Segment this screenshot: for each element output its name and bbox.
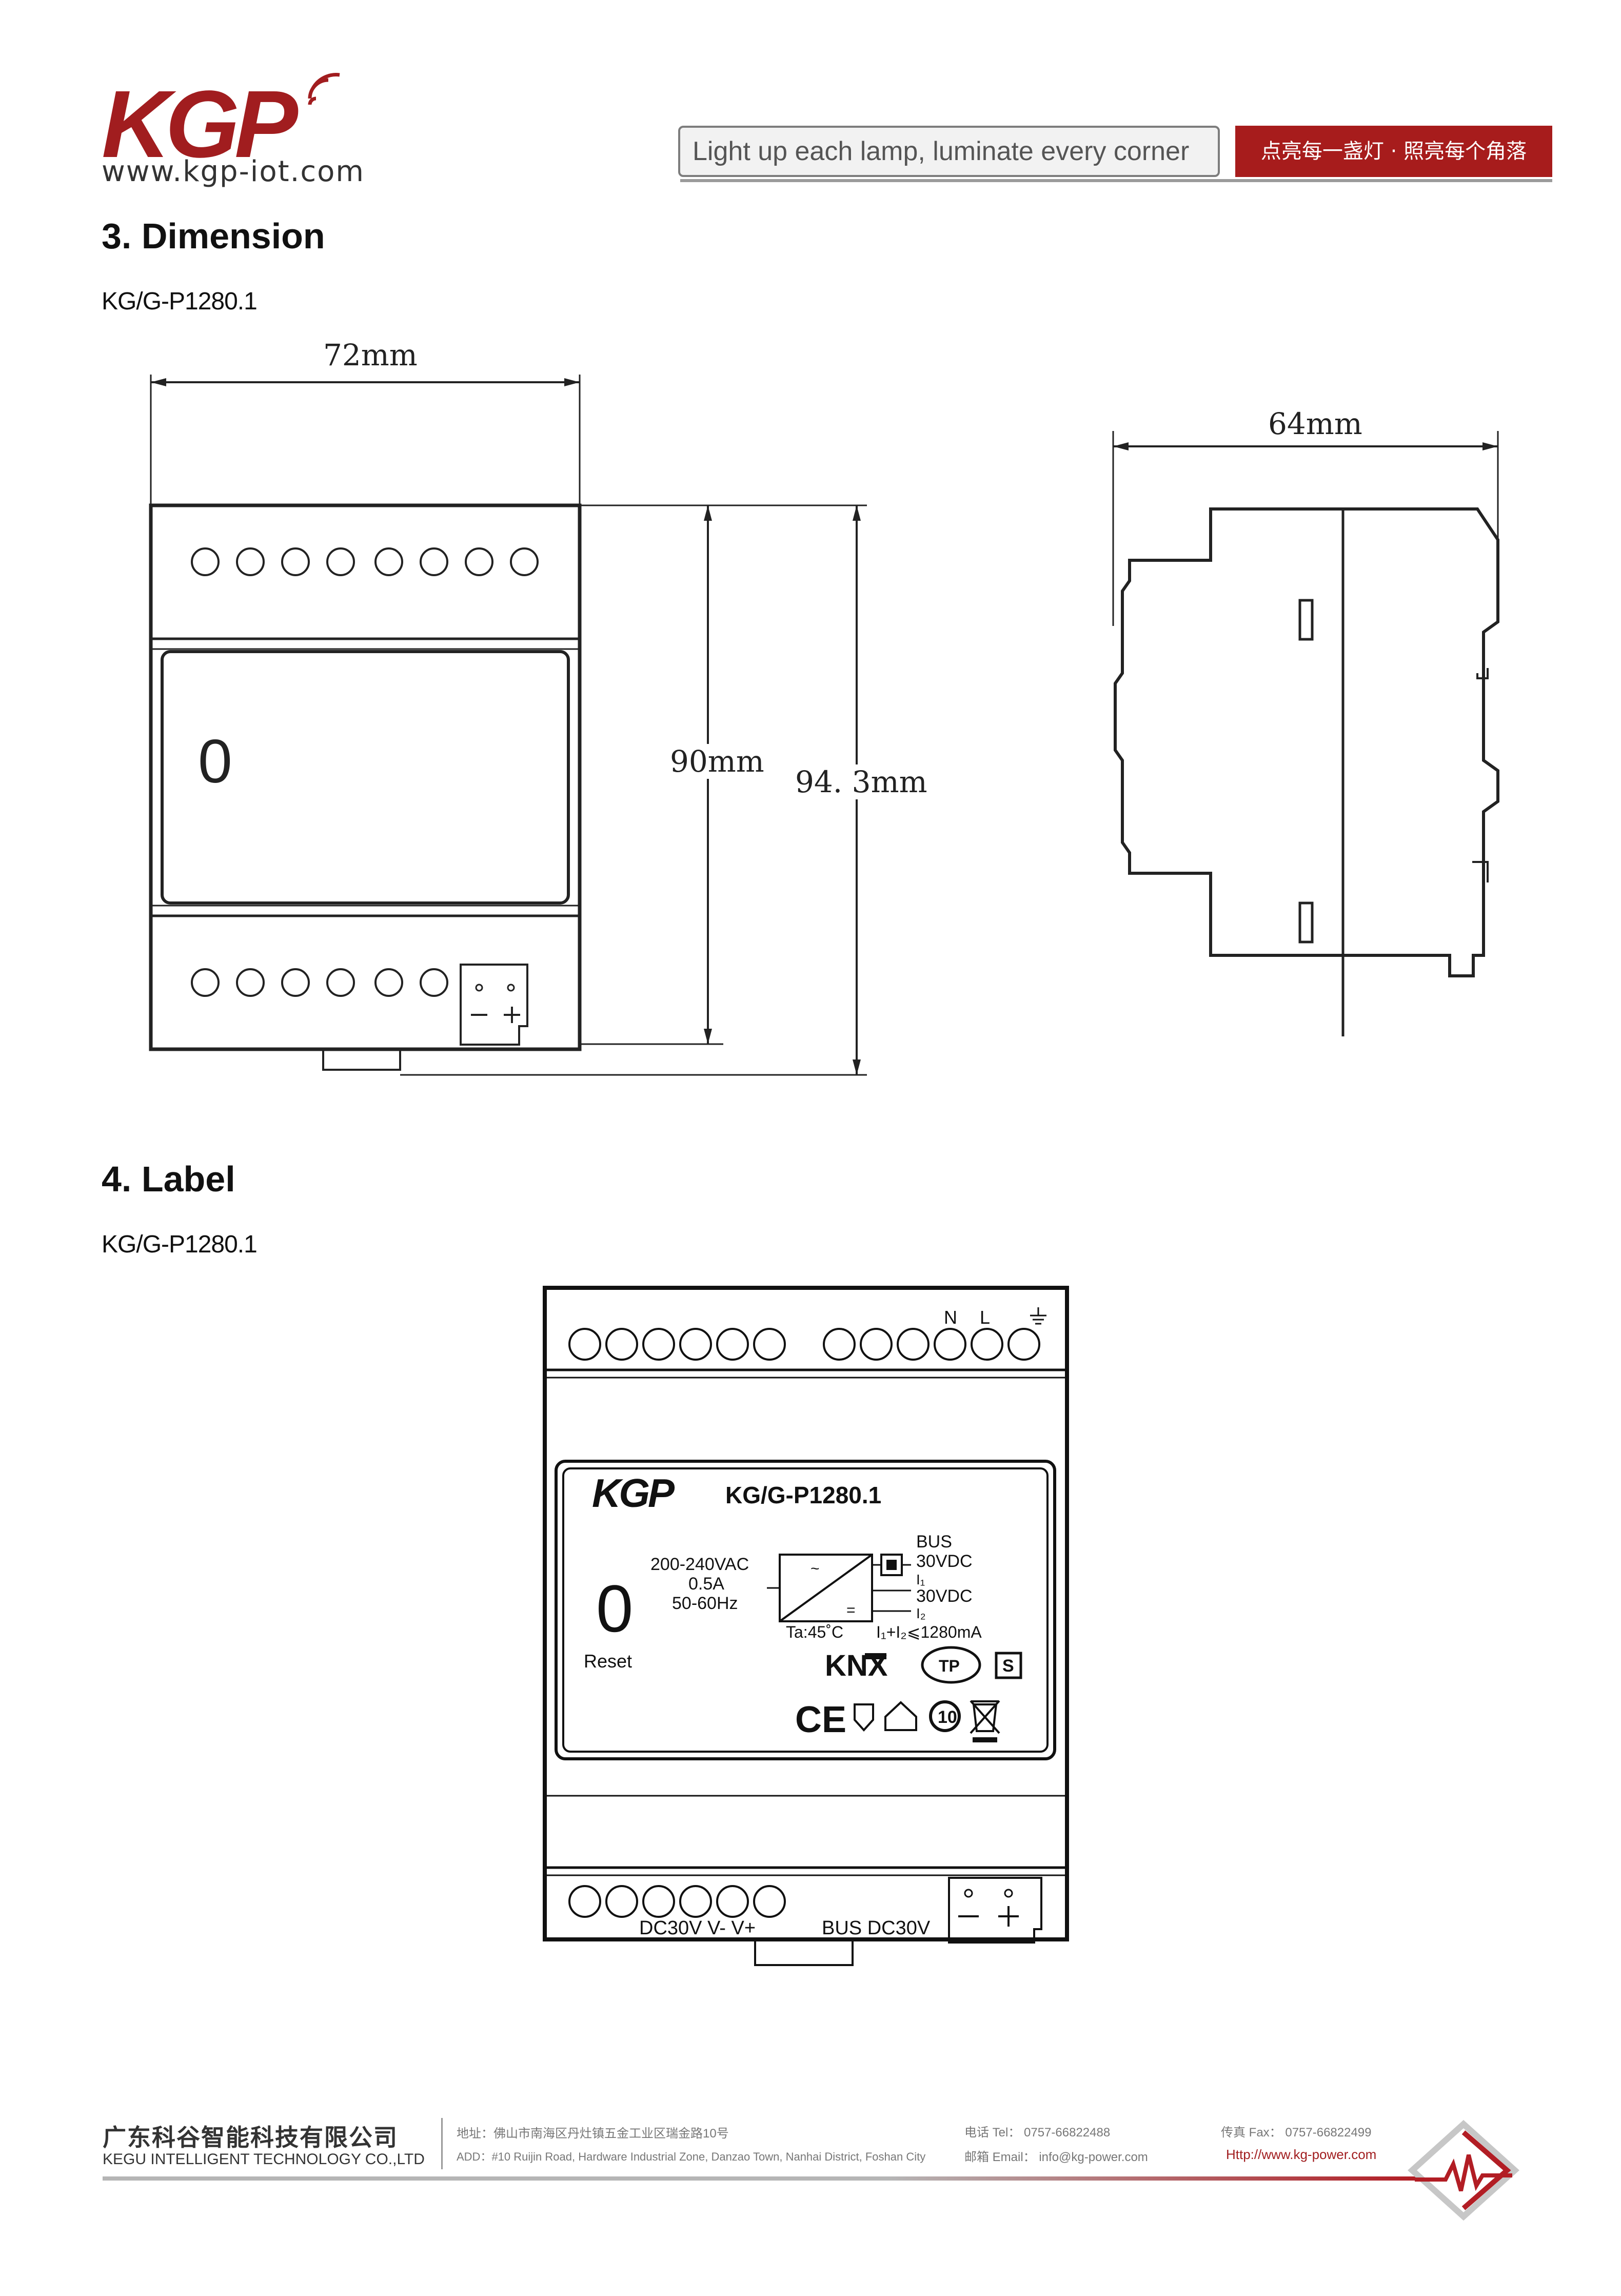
footer-email: 邮箱 Email： info@kg-power.com — [964, 2150, 1148, 2164]
front-view-drawing — [149, 375, 867, 1076]
banner-underline — [680, 179, 1552, 182]
footer-tel: 电话 Tel： 0757-66822488 — [964, 2126, 1111, 2140]
house-icon — [884, 1701, 917, 1731]
width-dimension-label: 72mm — [323, 338, 418, 372]
footer-fax: 传真 Fax： 0757-66822499 — [1221, 2126, 1372, 2140]
footer-address-cn: 地址：佛山市南海区丹灶镇五金工业区瑞金路10号 — [457, 2127, 729, 2141]
height-dimension-label: 90mm — [670, 744, 764, 779]
label-input-current: 0.5A — [688, 1574, 724, 1594]
shield-icon — [854, 1703, 874, 1732]
ten-year-icon — [929, 1700, 961, 1732]
slogan-banner: Light up each lamp, luminate every corne… — [678, 126, 1552, 182]
label-reset-text: Reset — [584, 1651, 632, 1672]
label-reset-indicator: 0 — [596, 1571, 633, 1646]
label-tp: TP — [939, 1657, 960, 1675]
label-logo: KGP — [592, 1470, 675, 1516]
label-model: KG/G-P1280.1 — [725, 1482, 881, 1508]
total-height-dimension-label: 94. 3mm — [795, 764, 927, 799]
footer-company-cn: 广东科谷智能科技有限公司 — [103, 2124, 398, 2151]
depth-dimension-label: 64mm — [1268, 406, 1362, 441]
weee-bin-icon — [972, 1700, 998, 1732]
label-out2-voltage: 30VDC — [916, 1586, 973, 1606]
section-title-dimension: 3. Dimension — [102, 216, 325, 256]
footer-company-en: KEGU INTELLIGENT TECHNOLOGY CO.,LTD — [103, 2151, 425, 2168]
label-s-mark: S — [1002, 1656, 1014, 1676]
footer-address-en: ADD：#10 Ruijin Road, Hardware Industrial… — [457, 2150, 926, 2163]
model-number-label: KG/G-P1280.1 — [102, 1231, 258, 1258]
label-ce-mark: CE — [795, 1699, 846, 1740]
earth-icon — [1030, 1307, 1046, 1325]
label-out1-id: I₁ — [916, 1572, 925, 1587]
label-n: N — [944, 1307, 957, 1328]
label-bottom-dc: DC30V V- V+ — [639, 1917, 756, 1939]
footer-website: Http://www.kg-power.com — [1226, 2147, 1377, 2162]
label-knx: KNX — [825, 1649, 888, 1682]
label-out1-voltage: 30VDC — [916, 1552, 973, 1571]
section-title-label: 4. Label — [102, 1159, 235, 1199]
front-indicator: 0 — [198, 727, 232, 796]
label-dc-symbol: = — [846, 1602, 856, 1619]
label-out2-id: I₂ — [916, 1605, 926, 1621]
footer-rule — [103, 2176, 1416, 2181]
label-input-freq: 50-60Hz — [672, 1594, 738, 1613]
label-input-voltage: 200-240VAC — [650, 1555, 749, 1574]
model-number-dimension: KG/G-P1280.1 — [102, 288, 258, 315]
logo-url: www.kgp-iot.com — [102, 155, 365, 188]
label-ac-symbol: ~ — [810, 1560, 820, 1577]
label-ten-year-text: 10 — [938, 1708, 957, 1727]
footer-pulse-logo — [1408, 2120, 1519, 2221]
label-current-total: I₁+I₂⩽1280mA — [876, 1623, 982, 1641]
label-bottom-bus: BUS DC30V — [822, 1917, 931, 1939]
slogan-en: Light up each lamp, luminate every corne… — [678, 126, 1220, 177]
slogan-cn: 点亮每一盏灯 · 照亮每个角落 — [1235, 126, 1552, 177]
label-bus: BUS — [916, 1532, 952, 1552]
wifi-icon — [308, 73, 340, 105]
label-l: L — [980, 1307, 990, 1328]
company-logo: KGP — [102, 71, 298, 178]
device-label-drawing: KGP KG/G-P1280.1 200-240VAC 0.5A 50-60Hz… — [543, 1286, 1069, 1966]
footer-divider — [441, 2118, 443, 2169]
side-view-drawing — [1112, 431, 1499, 1036]
label-ambient: Ta:45˚C — [786, 1623, 843, 1641]
